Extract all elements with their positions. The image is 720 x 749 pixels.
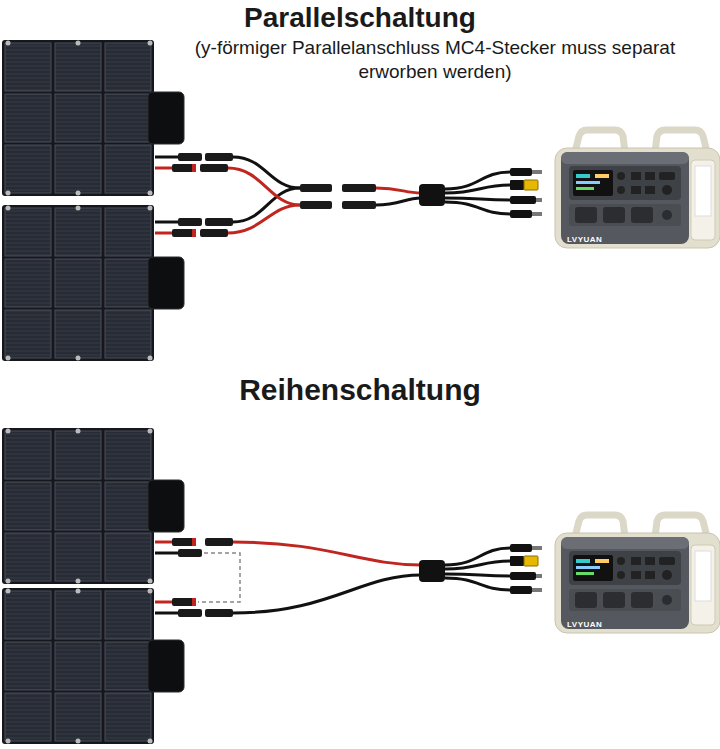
brand-logo: LVYUAN: [567, 235, 602, 245]
brand-logo-holder: LVYUAN: [567, 613, 627, 631]
output-cable: [419, 168, 542, 218]
series-wiring: [155, 538, 421, 617]
solar-panel: [2, 588, 184, 744]
output-cable: [419, 544, 542, 594]
heading: Parallelschaltung: [244, 2, 476, 34]
parallel-wiring: [155, 153, 421, 237]
note-holder: (y-förmiger Parallelanschluss MC4-Stecke…: [165, 36, 705, 84]
heading: Reihenschaltung: [239, 372, 481, 408]
brand-logo: LVYUAN: [567, 620, 602, 630]
heading-holder: Reihenschaltung: [0, 372, 720, 408]
heading-holder: Parallelschaltung: [0, 2, 720, 34]
solar-panel: [2, 428, 184, 584]
solar-panel: [2, 205, 184, 361]
solar-panel: [2, 40, 184, 196]
power-station: [555, 515, 720, 633]
note: (y-förmiger Parallelanschluss MC4-Stecke…: [165, 36, 705, 84]
brand-logo-holder: LVYUAN: [567, 228, 627, 246]
power-station: [555, 130, 720, 248]
